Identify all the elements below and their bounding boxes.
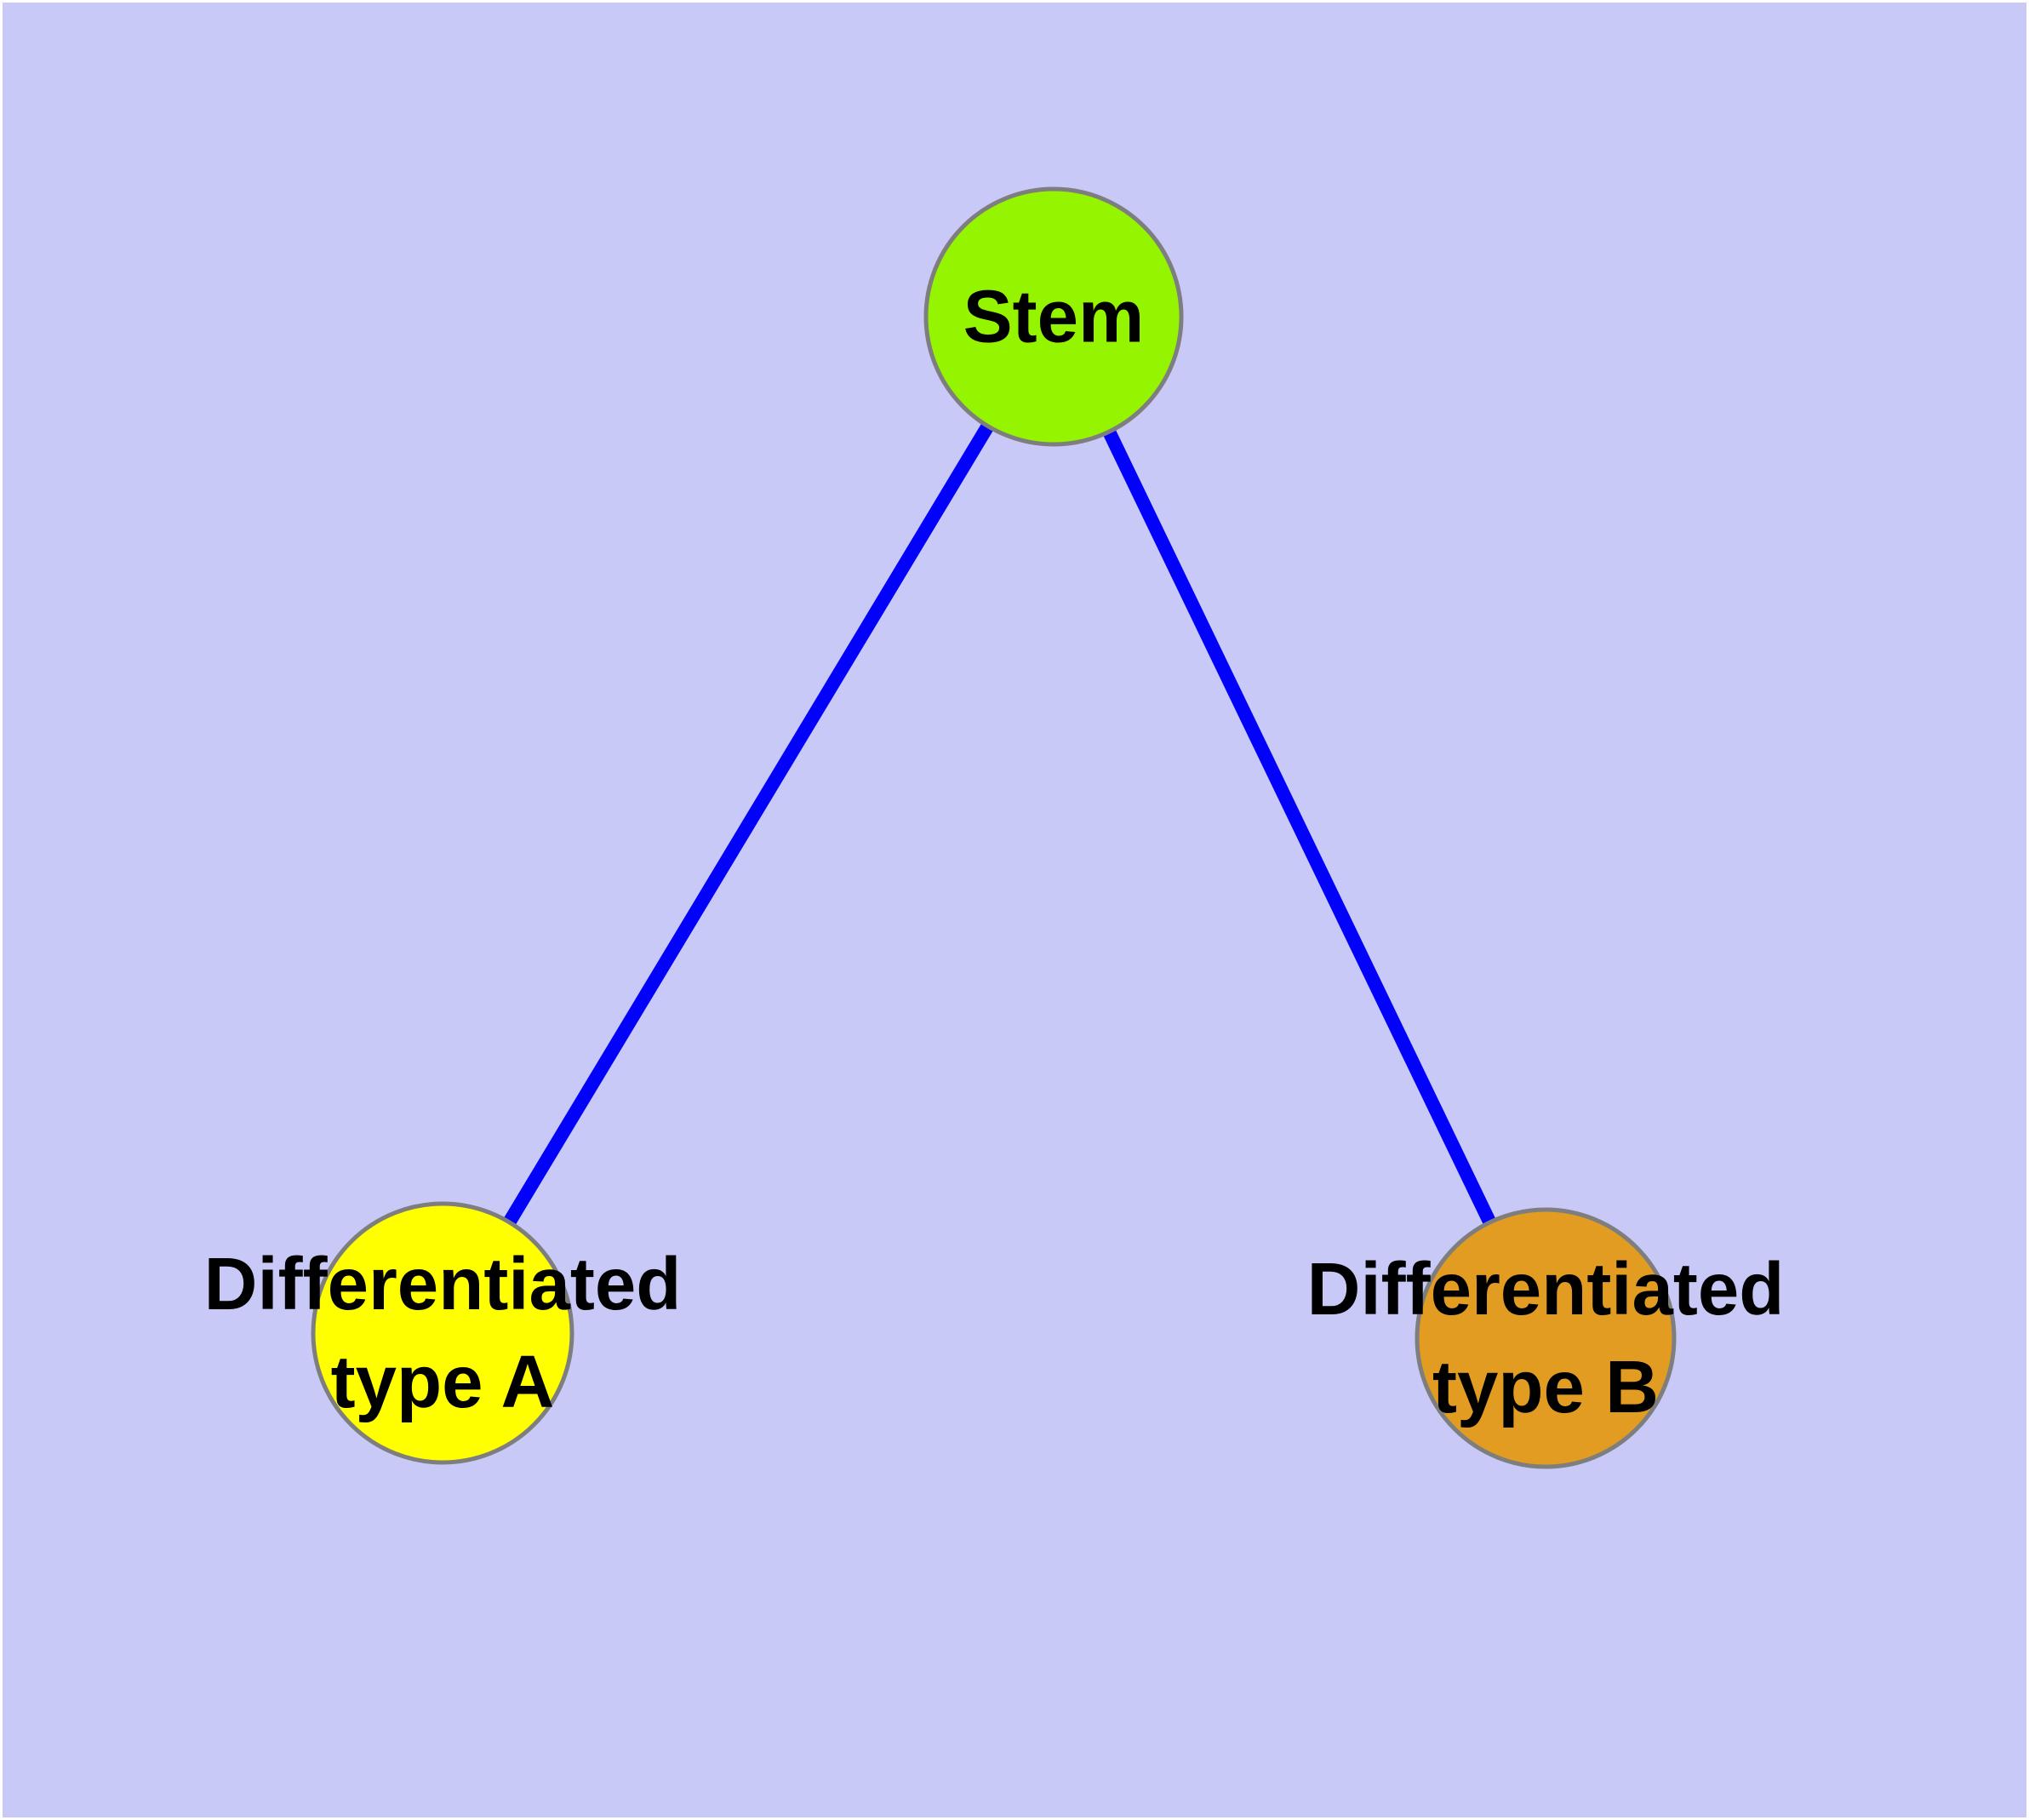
node-label-type-a: Differentiated type A xyxy=(204,1235,682,1431)
node-circle-type-b xyxy=(1415,1207,1677,1469)
node-label-type-b-line2: type B xyxy=(1432,1346,1659,1428)
edge-stem-to-type-b xyxy=(1047,313,1552,1342)
node-label-type-b-line1: Differentiated xyxy=(1306,1248,1785,1331)
node-circle-type-a xyxy=(311,1201,574,1465)
edge-stem-to-type-a xyxy=(437,312,1060,1337)
node-label-stem-line1: Stem xyxy=(963,275,1145,358)
node-label-stem: Stem xyxy=(963,268,1145,366)
node-label-type-a-line1: Differentiated xyxy=(203,1243,682,1325)
node-label-type-b: Differentiated type B xyxy=(1307,1240,1785,1436)
node-circle-stem xyxy=(923,186,1184,447)
node-label-type-a-line2: type A xyxy=(330,1341,555,1423)
